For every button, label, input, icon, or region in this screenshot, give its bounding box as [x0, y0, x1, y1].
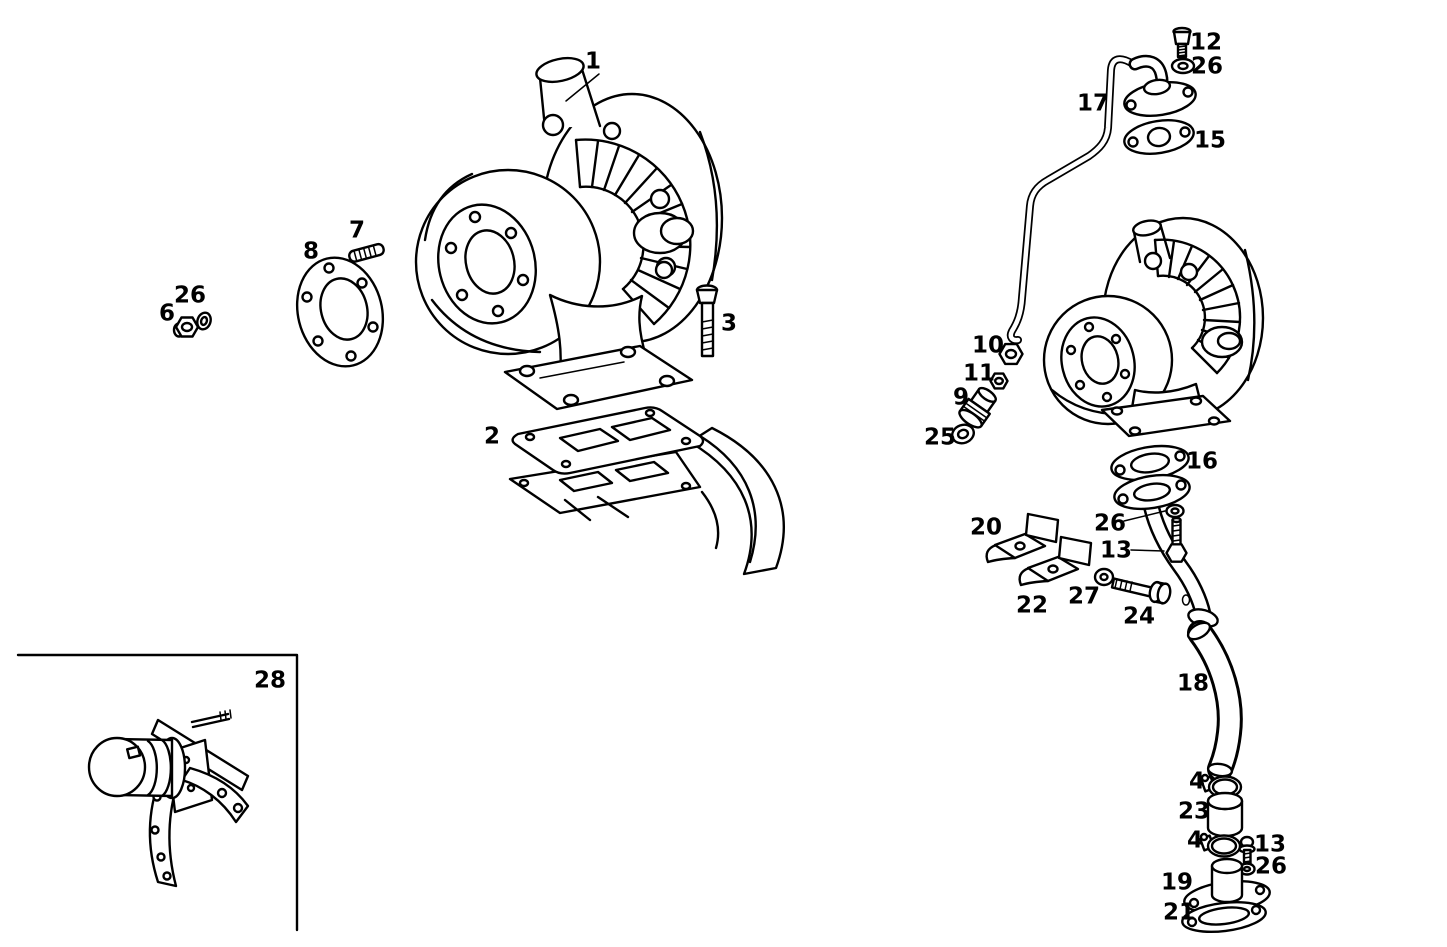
part-callout-21: 21 [1162, 899, 1196, 926]
clamp-22-drawing [1018, 535, 1093, 587]
nut-10-drawing [998, 342, 1024, 366]
washer-26d-drawing [1238, 862, 1256, 876]
washer-26c-drawing [1165, 503, 1185, 519]
part-callout-13: 13 [1099, 537, 1133, 564]
bolt-13a-drawing [1165, 516, 1188, 563]
part-callout-24: 24 [1122, 603, 1156, 630]
bolt-24-drawing [1110, 577, 1172, 605]
part-callout-8: 8 [302, 238, 320, 265]
manifold-gasket-drawing [511, 406, 705, 475]
sleeve-23-drawing [1206, 791, 1244, 838]
union-9-drawing [958, 386, 997, 429]
bolt-12-drawing [1172, 26, 1192, 59]
oil-feed-pipe-drawing [1006, 54, 1197, 345]
part-callout-13: 13 [1253, 831, 1287, 858]
clamp-20-drawing [985, 512, 1060, 564]
part-callout-25: 25 [923, 424, 957, 451]
part-callout-18: 18 [1176, 670, 1210, 697]
part-callout-17: 17 [1076, 90, 1110, 117]
part-callout-23: 23 [1177, 798, 1211, 825]
part-callout-15: 15 [1193, 127, 1227, 154]
turbocharger-secondary-drawing [1042, 216, 1265, 438]
washer-26b-drawing [1170, 57, 1196, 75]
part-callout-12: 12 [1189, 29, 1223, 56]
part-callout-6: 6 [158, 300, 176, 327]
turbocharger-main-drawing [414, 56, 724, 411]
part-callout-27: 27 [1067, 583, 1101, 610]
bolt-13b-drawing [1238, 835, 1256, 865]
part-callout-20: 20 [969, 514, 1003, 541]
part-callout-9: 9 [952, 384, 970, 411]
part-callout-2: 2 [483, 423, 501, 450]
part-callout-26: 26 [1254, 853, 1288, 880]
part-callout-7: 7 [348, 217, 366, 244]
inlet-gasket-8-drawing [295, 256, 385, 368]
part-callout-19: 19 [1160, 869, 1194, 896]
part-callout-26: 26 [1190, 53, 1224, 80]
part-callout-26: 26 [173, 282, 207, 309]
washer-26a-drawing [196, 311, 212, 331]
hose-18-drawing [1186, 620, 1243, 782]
hose-clamp-4b-drawing [1199, 832, 1242, 858]
part-callout-16: 16 [1185, 448, 1219, 475]
part-callout-26: 26 [1093, 510, 1127, 537]
leader-lines [565, 73, 1166, 552]
gasket-16-drawing [1110, 444, 1190, 482]
nut-11-drawing [989, 372, 1009, 390]
part-callout-4: 4 [1186, 827, 1204, 854]
wastegate-actuator-drawing [87, 709, 250, 888]
washer-27-drawing [1093, 567, 1115, 587]
stud-7-drawing [348, 242, 385, 263]
part-callout-3: 3 [720, 310, 738, 337]
part-callout-11: 11 [962, 360, 996, 387]
washer-25-drawing [951, 423, 975, 445]
oil-drain-pipe-drawing [1113, 473, 1219, 628]
bolt-3-drawing [695, 284, 719, 358]
part-callout-10: 10 [971, 332, 1005, 359]
part-callout-28: 28 [253, 667, 287, 694]
nut-6-drawing [172, 316, 200, 338]
gasket-15-drawing [1123, 119, 1195, 155]
inset-box-border [16, 653, 299, 932]
part-callout-4: 4 [1188, 768, 1206, 795]
exhaust-manifold-drawing [508, 426, 785, 576]
gasket-21-drawing [1181, 900, 1267, 934]
part-callout-1: 1 [584, 48, 602, 75]
part-callout-22: 22 [1015, 592, 1049, 619]
